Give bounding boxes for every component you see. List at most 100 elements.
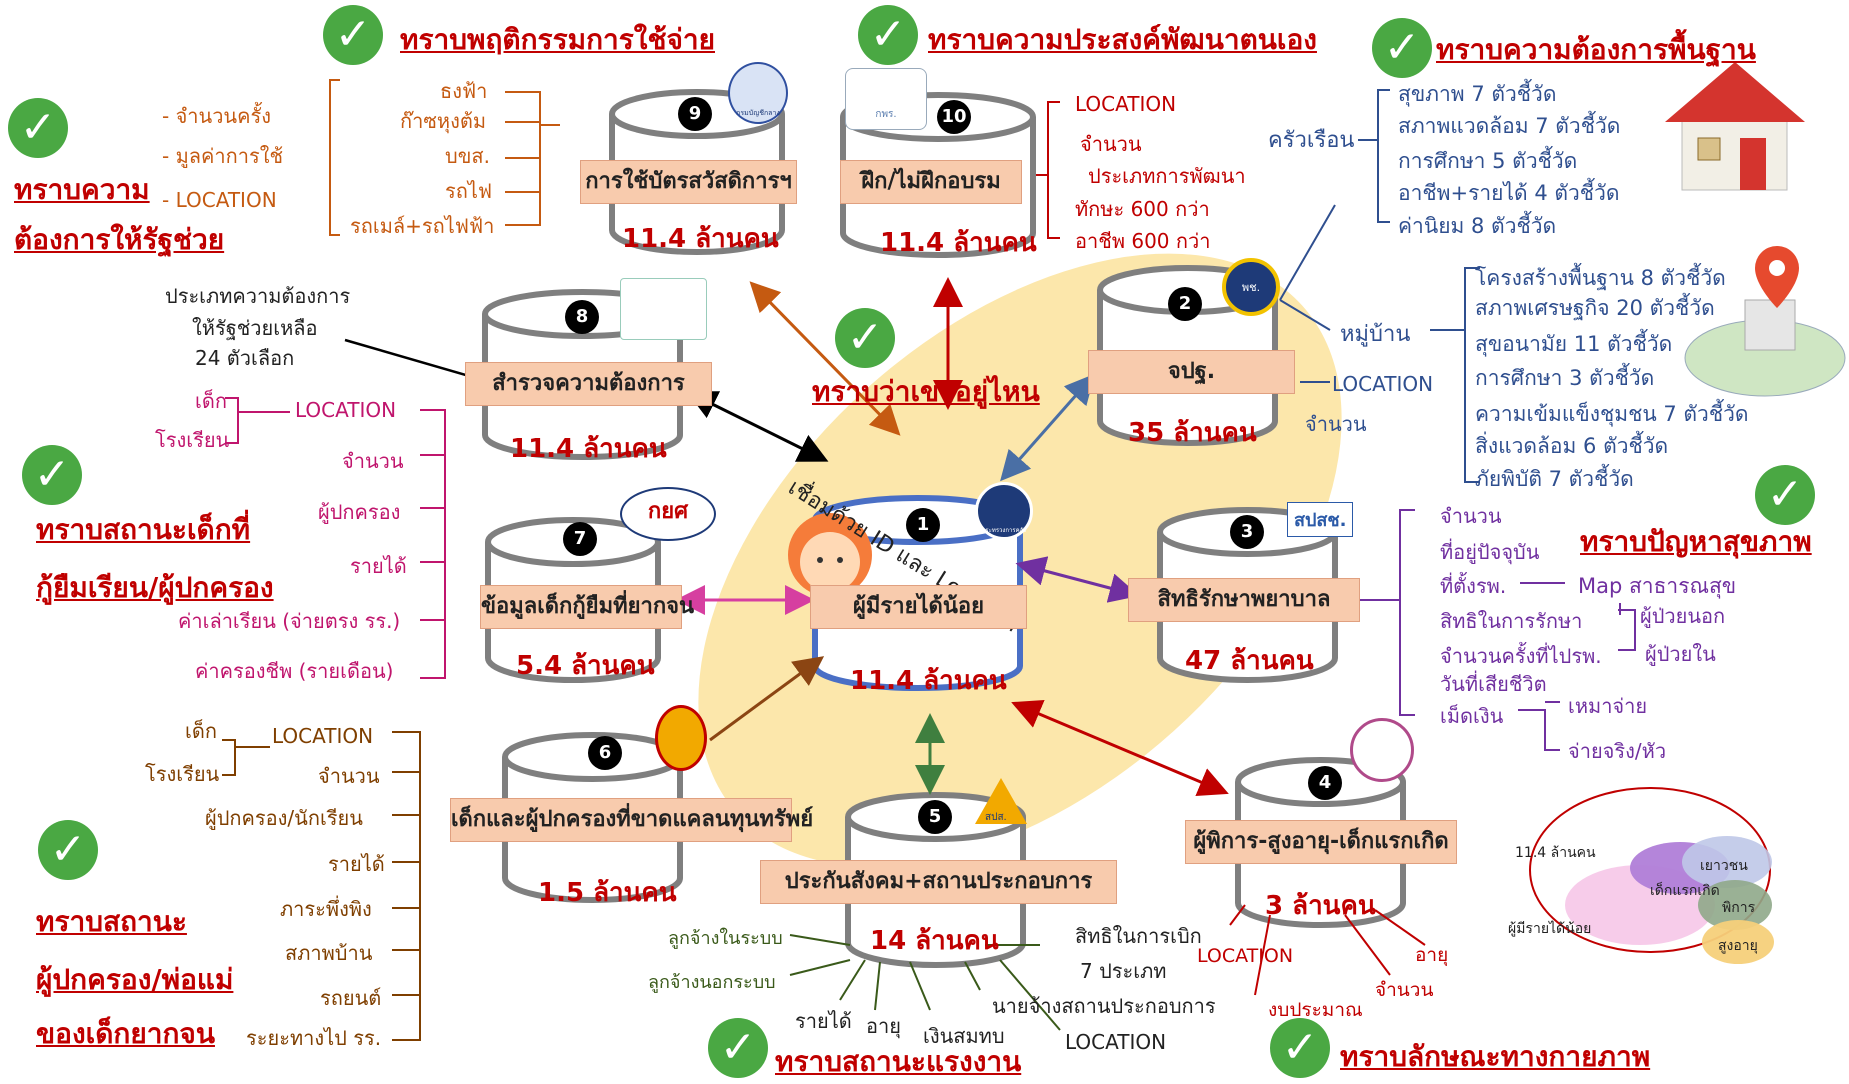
- node-number-n8: 8: [565, 300, 599, 334]
- arrow-4-1: [1011, 699, 1229, 797]
- node-label-n9: การใช้บัตรสวัสดิการฯ: [580, 160, 797, 204]
- ss-bottom-field: อายุ: [866, 1014, 901, 1038]
- disabled-field: งบประมาณ: [1268, 999, 1363, 1021]
- dop-logo: [1350, 718, 1414, 782]
- node-population-n10: 11.4 ล้านคน: [880, 228, 1037, 258]
- heading-where: ทราบว่าเขาอยู่ไหน: [812, 375, 1040, 408]
- node-population-n6: 1.5 ล้านคน: [538, 878, 677, 908]
- arrow-6-1: [709, 656, 825, 742]
- spending-channel: บขส.: [445, 144, 490, 168]
- sso-logo: [975, 778, 1027, 824]
- heading-help-need-2: ต้องการให้รัฐช่วย: [14, 223, 225, 256]
- map-icon: [1684, 246, 1846, 397]
- slf-logo: กยศ: [620, 487, 716, 541]
- venn-label: 11.4 ล้านคน: [1515, 845, 1596, 861]
- heading-physical: ทราบลักษณะทางกายภาพ: [1340, 1040, 1651, 1073]
- node-label-n4: ผู้พิการ-สูงอายุ-เด็กแรกเกิด: [1185, 820, 1457, 864]
- survey-field: ค่าครองชีพ (รายเดือน): [195, 659, 394, 683]
- ss-employee-type: ลูกจ้างในระบบ: [668, 928, 783, 949]
- check-icon: ✓: [1372, 18, 1432, 78]
- node-number-n7: 7: [563, 522, 597, 556]
- check-icon: ✓: [8, 98, 68, 158]
- ss-right-field: 7 ประเภท: [1080, 959, 1167, 983]
- venn-label: เด็กแรกเกิด: [1650, 883, 1720, 899]
- training-field: จำนวน: [1080, 132, 1142, 156]
- nhso-logo: สปสช.: [1287, 502, 1354, 537]
- health-field: วันที่เสียชีวิต: [1440, 672, 1547, 696]
- venn-label: ผู้มีรายได้น้อย: [1508, 921, 1592, 937]
- obec-logo: [655, 705, 707, 771]
- guardian-subject: โรงเรียน: [145, 762, 220, 786]
- node-population-n4: 3 ล้านคน: [1265, 891, 1376, 921]
- node-number-n1: 1: [906, 508, 940, 542]
- health-patient-type: ผู้ป่วยใน: [1645, 642, 1716, 666]
- spending-channel: ธงฟ้า: [440, 79, 488, 103]
- village-indicator: ความเข้มแข็งชุมชน 7 ตัวชี้วัด: [1475, 402, 1749, 426]
- guardian-subject: เด็ก: [185, 719, 217, 743]
- health-field: เม็ดเงิน: [1440, 704, 1504, 728]
- spending-channel: ก๊าซหุงต้ม: [400, 109, 487, 133]
- training-field: ทักษะ 600 กว่า: [1075, 197, 1210, 221]
- spending-metric: - จำนวนครั้ง: [162, 104, 271, 128]
- cgd-logo: กรมบัญชีกลาง: [728, 62, 788, 124]
- health-patient-type: ผู้ป่วยนอก: [1640, 604, 1726, 628]
- node-number-n9: 9: [678, 97, 712, 131]
- cdd-logo: พช.: [1222, 258, 1280, 316]
- venn-diagram: [1529, 787, 1774, 964]
- check-icon: ✓: [858, 5, 918, 65]
- health-field: จำนวน: [1440, 504, 1502, 528]
- spending-metric: - LOCATION: [162, 188, 277, 212]
- village-title: หมู่บ้าน: [1340, 322, 1411, 347]
- training-field: ประเภทการพัฒนา: [1088, 164, 1246, 188]
- guardian-field: ระยะทางไป รร.: [246, 1026, 382, 1050]
- node-number-n10: 10: [937, 100, 971, 134]
- node-label-n8: สำรวจความต้องการ: [465, 362, 712, 406]
- check-icon: ✓: [323, 5, 383, 65]
- node-population-n7: 5.4 ล้านคน: [516, 651, 655, 681]
- arrow-2-1: [1000, 373, 1095, 482]
- guardian-location: LOCATION: [272, 724, 374, 748]
- check-icon: ✓: [1270, 1018, 1330, 1078]
- household-indicator: สุขภาพ 7 ตัวชี้วัด: [1398, 82, 1557, 106]
- village-indicator: สุขอนามัย 11 ตัวชี้วัด: [1475, 332, 1673, 356]
- check-icon: ✓: [38, 820, 98, 880]
- check-icon: ✓: [22, 445, 82, 505]
- disabled-field: อายุ: [1415, 944, 1449, 966]
- node-number-n2: 2: [1168, 287, 1202, 321]
- finance-ministry-logo: กระทรวงการคลัง: [975, 482, 1033, 540]
- guardian-field: สภาพบ้าน: [285, 941, 373, 965]
- heading-spending: ทราบพฤติกรรมการใช้จ่าย: [400, 23, 715, 56]
- spending-metric: - มูลค่าการใช้: [162, 144, 284, 168]
- heading-health: ทราบปัญหาสุขภาพ: [1580, 525, 1812, 558]
- node-label-n2: จปฐ.: [1088, 350, 1295, 394]
- survey-logo: [620, 278, 707, 340]
- health-field: ที่อยู่ปัจจุบัน: [1440, 540, 1540, 564]
- venn-label: พิการ: [1722, 900, 1756, 916]
- survey-note: ประเภทความต้องการ: [165, 284, 351, 308]
- household-indicator: การศึกษา 5 ตัวชี้วัด: [1398, 149, 1578, 173]
- node-population-n3: 47 ล้านคน: [1185, 646, 1314, 676]
- node-label-n3: สิทธิรักษาพยาบาล: [1128, 578, 1360, 622]
- village-indicator: โครงสร้างพื้นฐาน 8 ตัวชี้วัด: [1475, 266, 1726, 290]
- village-count: จำนวน: [1305, 412, 1367, 436]
- node-number-n5: 5: [918, 800, 952, 834]
- check-icon: ✓: [835, 308, 895, 368]
- ss-bottom-field: เงินสมทบ: [923, 1024, 1005, 1048]
- health-money-type: จ่ายจริง/หัว: [1568, 739, 1667, 763]
- household-indicator: ค่านิยม 8 ตัวชี้วัด: [1398, 214, 1557, 238]
- node-label-n1: ผู้มีรายได้น้อย: [810, 585, 1027, 629]
- ss-right-field: LOCATION: [1065, 1030, 1167, 1054]
- node-label-n10: ฝึก/ไม่ฝึกอบรม: [840, 160, 1022, 204]
- disabled-field: จำนวน: [1375, 979, 1434, 1001]
- health-field: สิทธิในการรักษา: [1440, 609, 1583, 633]
- house-icon: [1665, 62, 1805, 191]
- household-indicator: อาชีพ+รายได้ 4 ตัวชี้วัด: [1398, 181, 1620, 205]
- guardian-field: จำนวน: [318, 764, 380, 788]
- node-population-n9: 11.4 ล้านคน: [622, 224, 779, 254]
- node-population-n1: 11.4 ล้านคน: [850, 666, 1007, 696]
- survey-subject: โรงเรียน: [155, 428, 230, 452]
- survey-note: 24 ตัวเลือก: [195, 346, 295, 370]
- heading-guardian-2: ผู้ปกครอง/พ่อแม่: [36, 963, 234, 996]
- heading-student-2: กู้ยืมเรียน/ผู้ปกครอง: [36, 571, 274, 604]
- survey-subject: เด็ก: [195, 389, 227, 413]
